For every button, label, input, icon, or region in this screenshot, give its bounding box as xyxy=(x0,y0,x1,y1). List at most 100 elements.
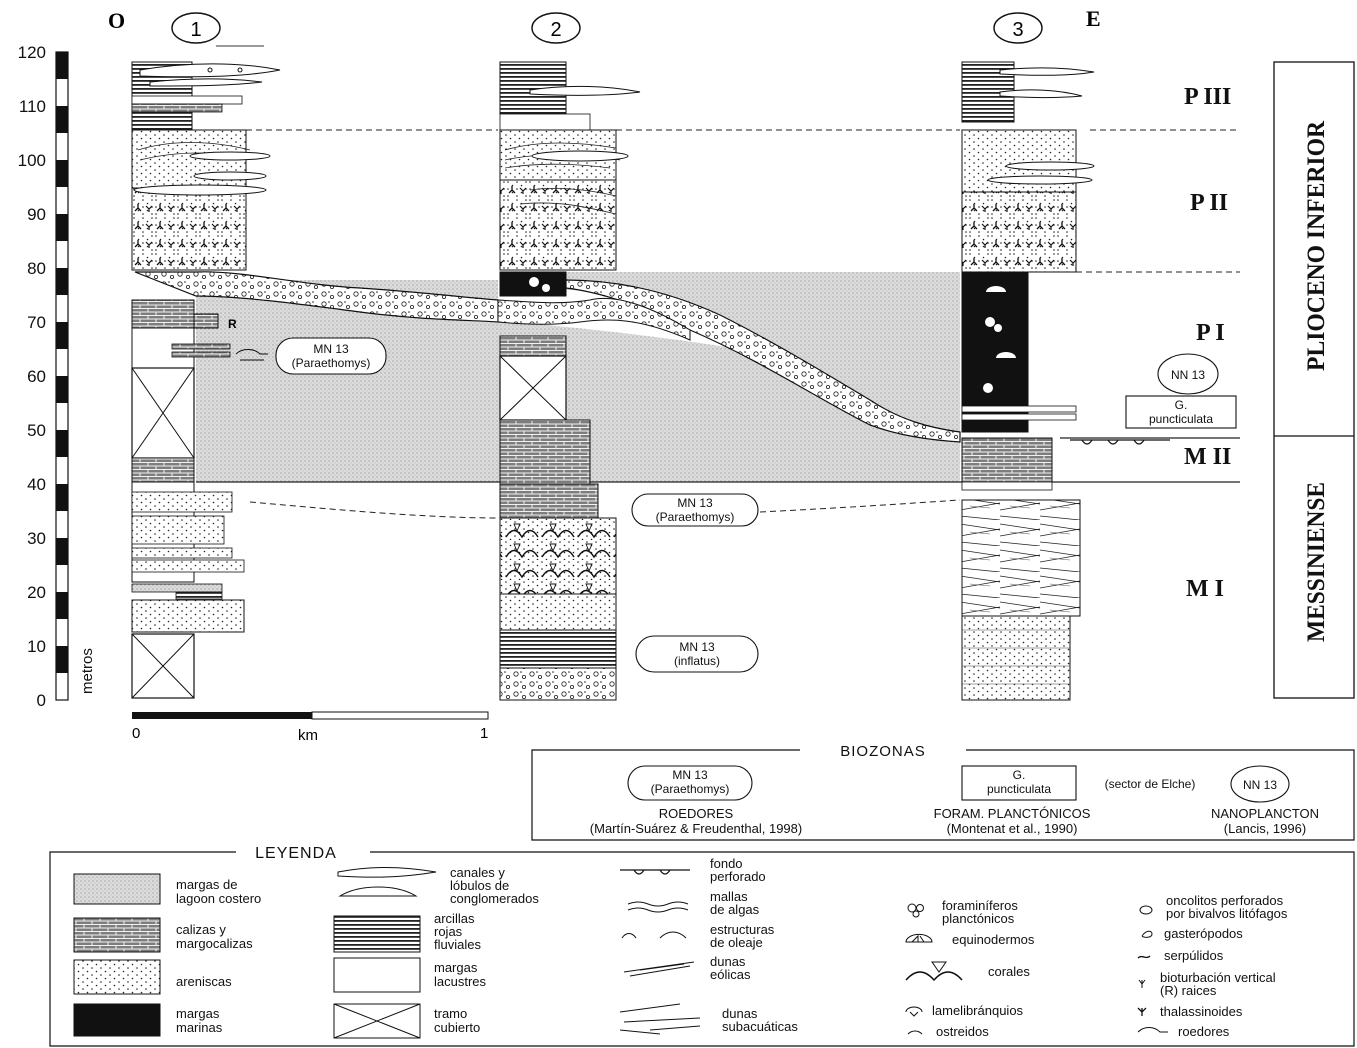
scale-tick: 90 xyxy=(27,205,46,224)
biozone-label: MN 13 xyxy=(672,768,708,782)
east-label: E xyxy=(1086,6,1101,31)
swatch-limestone xyxy=(74,918,160,952)
biozone-label: (Paraethomys) xyxy=(292,356,371,370)
biozonas-title: BIOZONAS xyxy=(840,743,926,760)
thalassinoides-icon xyxy=(1138,1008,1146,1016)
biozone-group-label: NANOPLANCTON xyxy=(1211,806,1319,821)
symbol-subaqueous-dunes xyxy=(620,1004,700,1034)
legend-label: eólicas xyxy=(710,967,751,982)
swatch-lacustrine-marl xyxy=(334,958,420,992)
scale-tick: 80 xyxy=(27,259,46,278)
period-messiniense: MESSINIENSE xyxy=(1303,482,1330,642)
biozone-label: NN 13 xyxy=(1243,778,1277,792)
scale-tick: 50 xyxy=(27,421,46,440)
legend-label: corales xyxy=(988,964,1030,979)
legend-label: perforado xyxy=(710,869,766,884)
scale-tick: 100 xyxy=(18,151,46,170)
biozone-reference: (Martín-Suárez & Freudenthal, 1998) xyxy=(590,821,802,836)
header: O E 1 2 3 xyxy=(108,6,1101,46)
legend-label: equinodermos xyxy=(952,932,1035,947)
oyster-icon xyxy=(908,1031,922,1034)
column-3 xyxy=(962,62,1094,700)
swatch-channels xyxy=(338,868,436,878)
coral-icon-cup xyxy=(932,962,946,972)
bioturbation-icon xyxy=(1139,980,1145,988)
biozone-label: (inflatus) xyxy=(674,654,720,668)
legend-label: gasterópodos xyxy=(1164,926,1243,941)
swatch-red-clay xyxy=(334,916,420,952)
biozone-group-label: ROEDORES xyxy=(659,806,734,821)
symbol-wave-structures xyxy=(622,932,686,938)
biozone-label: G. xyxy=(1175,398,1188,412)
period-box: PLIOCENO INFERIOR MESSINIENSE xyxy=(1274,62,1354,698)
oncolite-icon xyxy=(1140,906,1152,914)
km-start: 0 xyxy=(132,725,140,742)
scale-tick: 10 xyxy=(27,637,46,656)
km-unit: km xyxy=(298,727,318,744)
scale-unit: metros xyxy=(79,648,96,694)
legend-label: subacuáticas xyxy=(722,1019,798,1034)
legend-label: margas xyxy=(176,1006,220,1021)
swatch-sandstone xyxy=(74,960,160,994)
scale-tick: 0 xyxy=(37,691,46,710)
legend-label: margocalizas xyxy=(176,936,253,951)
legend-label: lamelibránquios xyxy=(932,1003,1024,1018)
legend-label: roedores xyxy=(1178,1024,1230,1039)
unit-m1: M I xyxy=(1186,576,1224,602)
period-plioceno: PLIOCENO INFERIOR xyxy=(1303,120,1330,371)
serpulid-icon xyxy=(1138,956,1150,958)
legend-label: cubierto xyxy=(434,1020,480,1035)
biozone-label: MN 13 xyxy=(679,640,715,654)
legend-label: planctónicos xyxy=(942,911,1015,926)
legend-label: thalassinoides xyxy=(1160,1004,1243,1019)
column-3-number: 3 xyxy=(1012,19,1023,41)
echinoderm-icon xyxy=(906,934,932,942)
symbol-perforated-bottom xyxy=(620,870,690,874)
gastropod-icon xyxy=(1142,931,1152,937)
rodent-icon xyxy=(1138,1028,1168,1033)
biozone-group-label: FORAM. PLANCTÓNICOS xyxy=(934,806,1091,821)
legend-label: serpúlidos xyxy=(1164,948,1224,963)
biozone-reference: (Montenat et al., 1990) xyxy=(947,821,1078,836)
legend-label: calizas y xyxy=(176,922,226,937)
scale-tick: 20 xyxy=(27,583,46,602)
unit-p1: P I xyxy=(1196,320,1225,346)
legend-label: de algas xyxy=(710,902,760,917)
legend-title: LEYENDA xyxy=(255,845,337,862)
biozone-label: (Paraethomys) xyxy=(651,782,730,796)
legend-box: LEYENDA margas de lagoon costero calizas… xyxy=(50,845,1354,1046)
scale-tick: 30 xyxy=(27,529,46,548)
unit-p3: P III xyxy=(1184,84,1231,110)
scale-tick: 120 xyxy=(18,43,46,62)
legend-label: lagoon costero xyxy=(176,891,261,906)
sector-note: (sector de Elche) xyxy=(1105,777,1196,791)
biozone-label: puncticulata xyxy=(987,782,1051,796)
column-1-number: 1 xyxy=(190,19,201,41)
scale-tick: 40 xyxy=(27,475,46,494)
vertical-scale: 120 110 100 90 80 70 60 50 40 30 20 10 0… xyxy=(18,43,96,710)
biozone-label: NN 13 xyxy=(1171,368,1205,382)
km-end: 1 xyxy=(480,725,488,742)
biozone-label: puncticulata xyxy=(1149,412,1213,426)
legend-label: margas de xyxy=(176,877,237,892)
symbol-algal-mats xyxy=(628,902,688,912)
scale-tick: 60 xyxy=(27,367,46,386)
legend-label: areniscas xyxy=(176,974,232,989)
legend-label: ostreidos xyxy=(936,1024,989,1039)
swatch-lagoon-marl xyxy=(74,874,160,904)
km-scale: 0 km 1 xyxy=(132,712,488,744)
scale-tick: 70 xyxy=(27,313,46,332)
bivalve-icon xyxy=(906,1007,922,1016)
legend-label: lacustres xyxy=(434,974,487,989)
symbol-eolian-dunes xyxy=(624,962,694,976)
legend-label: de oleaje xyxy=(710,935,763,950)
west-label: O xyxy=(108,8,125,33)
biozone-label: MN 13 xyxy=(313,342,349,356)
legend-label: por bivalvos litófagos xyxy=(1166,906,1288,921)
legend-label: fluviales xyxy=(434,937,481,952)
legend-label: conglomerados xyxy=(450,891,539,906)
biozone-label: G. xyxy=(1013,768,1026,782)
unit-m2: M II xyxy=(1184,444,1231,470)
legend-label: (R) raices xyxy=(1160,983,1217,998)
